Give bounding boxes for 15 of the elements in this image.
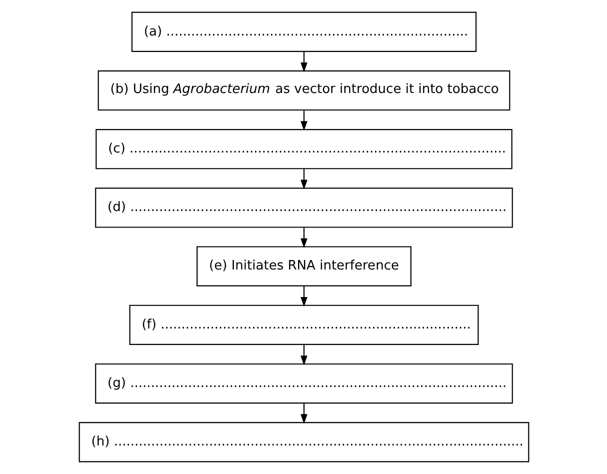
- arrow: [300, 227, 307, 248]
- node-box: (b) Using Agrobacterium as vector introduce it into tobacco: [97, 70, 510, 111]
- node-box: (c) ...........................................................................................: [95, 129, 512, 170]
- node-box: (f) ...........................................................................: [128, 304, 478, 345]
- arrow: [300, 286, 307, 307]
- arrow: [300, 403, 307, 424]
- node-box: (a) .........................................................................: [130, 12, 476, 52]
- arrow: [300, 344, 307, 366]
- node-box: (e) Initiates RNA interference: [196, 246, 411, 286]
- node-box: (h) ...................................................................................................: [78, 422, 529, 462]
- node-box: (g) ...........................................................................................: [94, 363, 512, 404]
- arrow: [300, 168, 307, 190]
- node-box: (d) ...........................................................................................: [94, 188, 512, 228]
- arrow: [300, 51, 307, 72]
- arrow: [300, 110, 307, 131]
